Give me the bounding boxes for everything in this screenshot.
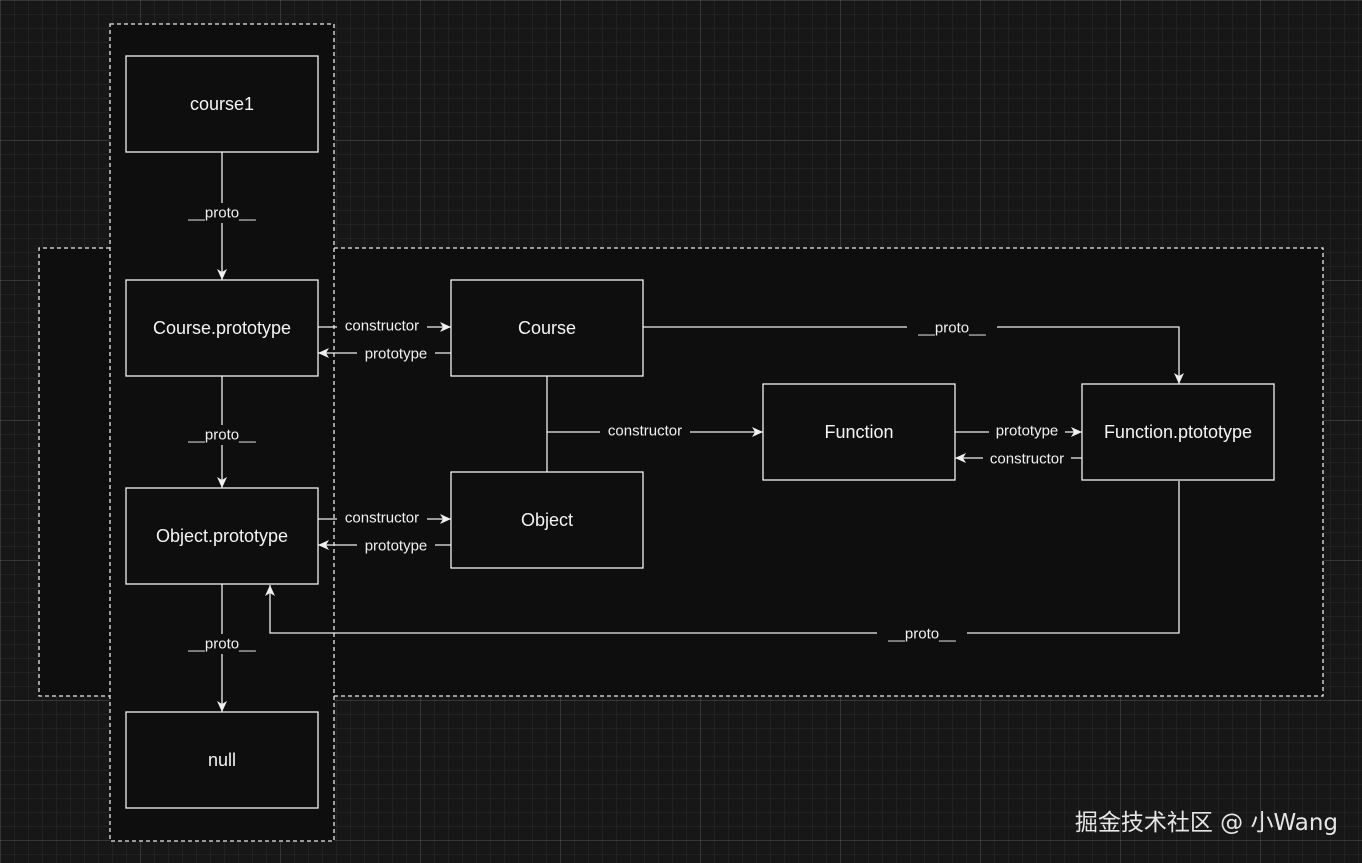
edge-course-to-function-prototype: __proto__ [643,318,1184,384]
edge-label-constructor: constructor [345,318,419,335]
node-label: Function [824,422,893,442]
edge-label-constructor: constructor [990,451,1064,468]
edge-label-constructor: constructor [345,510,419,527]
node-object[interactable]: Object [450,471,644,569]
edge-course1-to-course-prototype: __proto__ [177,152,267,280]
node-label: Course [518,318,576,338]
edge-label-prototype: prototype [996,423,1059,440]
node-course1[interactable]: course1 [125,55,319,153]
edge-label-prototype: prototype [365,538,428,555]
edge-object-to-object-prototype: prototype [318,536,451,556]
edge-label-prototype: prototype [365,346,428,363]
node-label: Function.ptototype [1104,422,1252,442]
node-label: Course.prototype [153,318,291,338]
edge-label-proto: __proto__ [187,205,256,222]
vertical-group-border [109,23,335,842]
node-function[interactable]: Function [762,383,956,481]
edge-course-prototype-to-object-prototype: __proto__ [177,376,267,488]
horizontal-group-border-right [334,247,1324,697]
edge-course-prototype-to-course: constructor [318,317,451,337]
node-label: Object.prototype [156,526,288,546]
edge-function-prototype-to-object-prototype: __proto__ [265,481,1180,644]
edge-course-object-to-function: constructor [546,376,763,472]
edge-label-constructor: constructor [608,423,682,440]
watermark-text: 掘金技术社区 @ 小Wang [1074,810,1338,836]
node-label: null [208,750,236,770]
edge-course-to-course-prototype: prototype [318,344,451,364]
horizontal-group-border-left [38,247,110,697]
edge-object-prototype-to-null: __proto__ [177,584,267,712]
edge-function-prototype-to-function: constructor [955,449,1082,469]
node-course-prototype[interactable]: Course.prototype [125,279,319,377]
node-course[interactable]: Course [450,279,644,377]
edge-object-prototype-to-object: constructor [318,509,451,529]
node-object-prototype[interactable]: Object.prototype [125,487,319,585]
node-label: Object [521,510,573,530]
node-function-prototype[interactable]: Function.ptototype [1081,383,1275,481]
edge-function-to-function-prototype: prototype [955,422,1082,442]
edge-label-proto: __proto__ [887,626,956,643]
node-null[interactable]: null [125,711,319,809]
edge-label-proto: __proto__ [187,427,256,444]
edge-label-proto: __proto__ [917,320,986,337]
edges: __proto__ __proto__ __proto__ constructo… [177,152,1184,712]
node-label: course1 [190,94,254,114]
nodes: course1 Course.prototype Object.prototyp… [125,55,1275,809]
edge-label-proto: __proto__ [187,636,256,653]
